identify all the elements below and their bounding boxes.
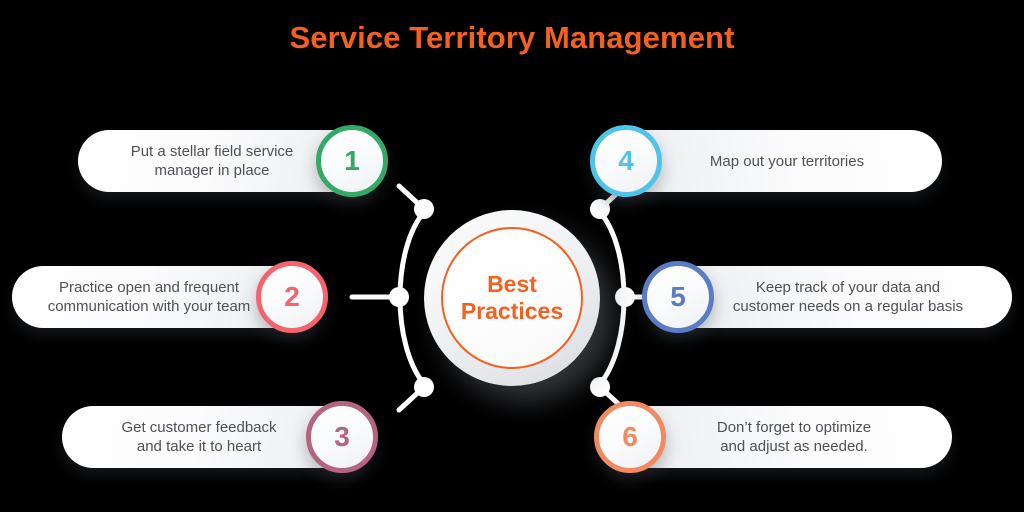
item-text-3: Get customer feedback and take it to hea… bbox=[121, 419, 277, 455]
item-number-circle-1[interactable]: 1 bbox=[316, 125, 388, 197]
item-text-6: Don’t forget to optimize and adjust as n… bbox=[716, 419, 872, 455]
arc-right bbox=[597, 209, 627, 387]
item-text-4: Map out your territories bbox=[709, 152, 865, 170]
item-pill-6[interactable]: Don’t forget to optimize and adjust as n… bbox=[594, 401, 952, 473]
list-item[interactable]: Practice open and frequent communication… bbox=[12, 258, 328, 336]
item-pill-2[interactable]: Practice open and frequent communication… bbox=[12, 261, 328, 333]
item-pill-3[interactable]: Get customer feedback and take it to hea… bbox=[62, 401, 378, 473]
node-dot-2 bbox=[389, 287, 409, 307]
node-dot-5 bbox=[615, 287, 635, 307]
item-text-2: Practice open and frequent communication… bbox=[47, 279, 251, 315]
list-item[interactable]: Map out your territories 4 bbox=[590, 122, 942, 200]
stem-1 bbox=[396, 183, 427, 212]
item-number-4: 4 bbox=[618, 145, 634, 176]
item-number-6: 6 bbox=[622, 421, 638, 452]
item-number-circle-4[interactable]: 4 bbox=[590, 125, 662, 197]
list-item[interactable]: Don’t forget to optimize and adjust as n… bbox=[594, 398, 952, 476]
list-item[interactable]: Put a stellar field service manager in p… bbox=[78, 122, 388, 200]
stem-3 bbox=[396, 384, 427, 413]
item-number-circle-5[interactable]: 5 bbox=[642, 261, 714, 333]
item-text-5: Keep track of your data and customer nee… bbox=[732, 279, 964, 315]
item-number-1: 1 bbox=[344, 145, 360, 176]
item-number-circle-2[interactable]: 2 bbox=[256, 261, 328, 333]
hub-inner-circle: Best Practices bbox=[441, 227, 583, 369]
list-item[interactable]: Get customer feedback and take it to hea… bbox=[62, 398, 378, 476]
page-title: Service Territory Management bbox=[289, 20, 735, 55]
item-pill-1[interactable]: Put a stellar field service manager in p… bbox=[78, 125, 388, 197]
list-item[interactable]: Keep track of your data and customer nee… bbox=[642, 258, 1012, 336]
item-number-circle-3[interactable]: 3 bbox=[306, 401, 378, 473]
item-text-1: Put a stellar field service manager in p… bbox=[130, 143, 294, 179]
item-pill-4[interactable]: Map out your territories 4 bbox=[590, 125, 942, 197]
arc-left bbox=[397, 209, 427, 387]
item-number-2: 2 bbox=[284, 281, 300, 312]
item-pill-5[interactable]: Keep track of your data and customer nee… bbox=[642, 261, 1012, 333]
item-number-circle-6[interactable]: 6 bbox=[594, 401, 666, 473]
center-hub: Best Practices bbox=[424, 210, 600, 386]
item-number-3: 3 bbox=[334, 421, 350, 452]
hub-label: Best Practices bbox=[460, 271, 564, 324]
item-number-5: 5 bbox=[670, 281, 686, 312]
